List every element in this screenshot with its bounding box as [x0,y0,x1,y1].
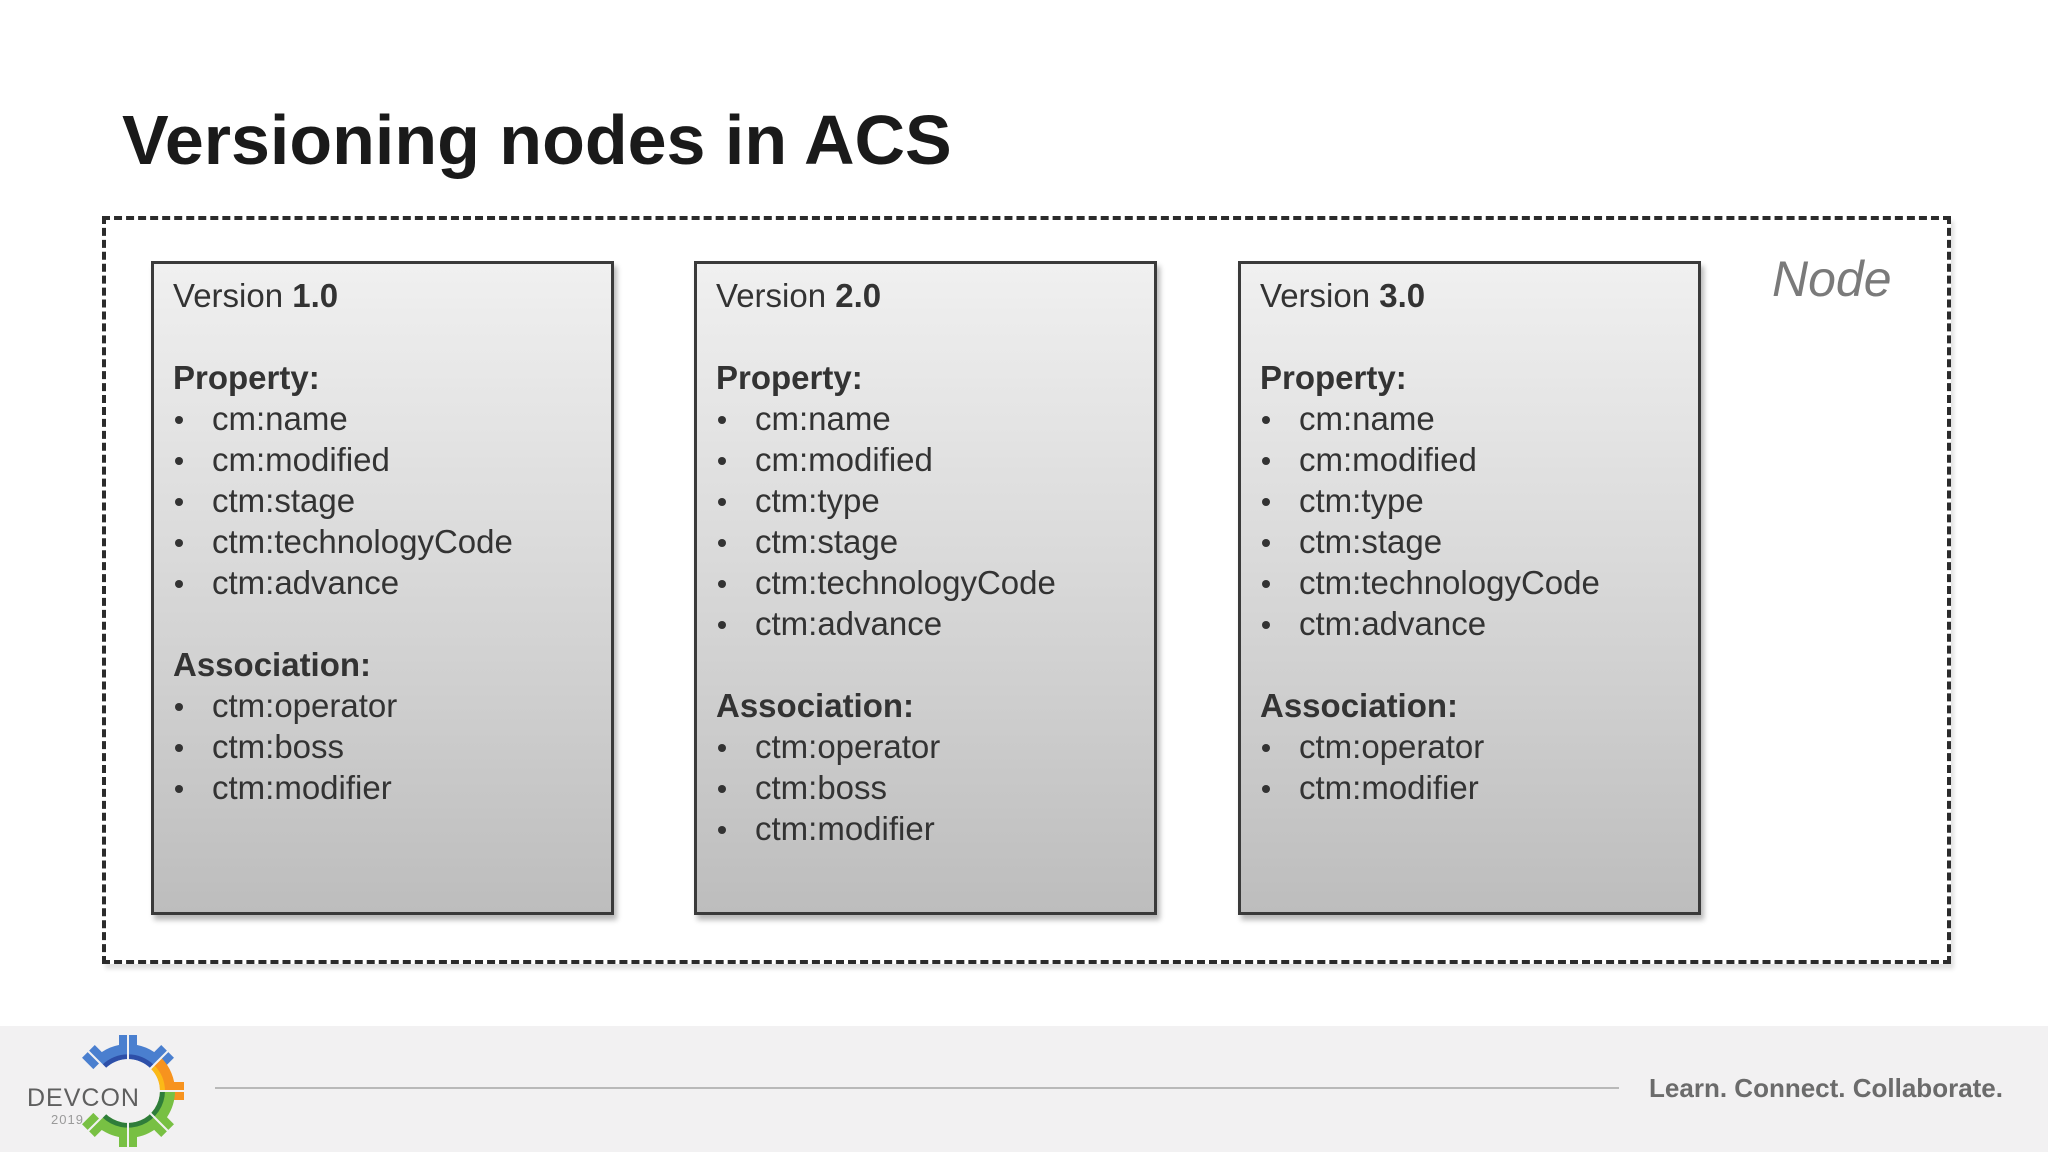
list-item: ctm:technologyCode [1260,562,1698,603]
version-title: Version 2.0 [716,275,1154,316]
version-title: Version 1.0 [173,275,611,316]
list-item: ctm:type [716,480,1154,521]
property-list: cm:name cm:modified ctm:stage ctm:techno… [173,398,611,603]
list-item: ctm:type [1260,480,1698,521]
list-item: cm:name [1260,398,1698,439]
version-title: Version 3.0 [1260,275,1698,316]
version-label: Version [716,277,827,314]
list-item: ctm:modifier [716,808,1154,849]
version-number: 3.0 [1379,277,1426,314]
list-item: ctm:modifier [173,767,611,808]
list-item: ctm:stage [1260,521,1698,562]
property-heading: Property: [173,359,320,396]
list-item: cm:name [173,398,611,439]
version-number: 2.0 [835,277,882,314]
association-heading: Association: [1260,687,1459,724]
version-number: 1.0 [292,277,339,314]
list-item: ctm:technologyCode [716,562,1154,603]
slide-title: Versioning nodes in ACS [122,101,952,179]
list-item: ctm:technologyCode [173,521,611,562]
list-item: ctm:advance [716,603,1154,644]
association-heading: Association: [716,687,915,724]
slide-footer: DEVCON 2019 Learn. Connect. Collaborate. [0,1026,2048,1152]
list-item: ctm:stage [173,480,611,521]
version-box-3: Version 3.0 Property: cm:name cm:modifie… [1238,261,1701,915]
version-box-2: Version 2.0 Property: cm:name cm:modifie… [694,261,1157,915]
association-list: ctm:operator ctm:boss ctm:modifier [716,726,1154,849]
gear-icon [70,1034,184,1149]
property-list: cm:name cm:modified ctm:type ctm:stage c… [1260,398,1698,644]
list-item: cm:name [716,398,1154,439]
association-list: ctm:operator ctm:modifier [1260,726,1698,808]
list-item: cm:modified [173,439,611,480]
property-list: cm:name cm:modified ctm:type ctm:stage c… [716,398,1154,644]
list-item: ctm:boss [173,726,611,767]
list-item: cm:modified [1260,439,1698,480]
node-container [102,216,1951,964]
devcon-logo: DEVCON 2019 [24,1034,184,1152]
list-item: cm:modified [716,439,1154,480]
version-box-1: Version 1.0 Property: cm:name cm:modifie… [151,261,614,915]
association-heading: Association: [173,646,372,683]
list-item: ctm:stage [716,521,1154,562]
version-label: Version [173,277,284,314]
logo-year: 2019 [51,1112,84,1127]
list-item: ctm:advance [1260,603,1698,644]
list-item: ctm:boss [716,767,1154,808]
list-item: ctm:operator [716,726,1154,767]
logo-text: DEVCON [27,1084,140,1112]
tagline: Learn. Connect. Collaborate. [1649,1073,2003,1103]
version-label: Version [1260,277,1371,314]
list-item: ctm:operator [1260,726,1698,767]
node-label: Node [1772,251,1892,307]
footer-divider [215,1087,1619,1089]
property-heading: Property: [1260,359,1407,396]
property-heading: Property: [716,359,863,396]
association-list: ctm:operator ctm:boss ctm:modifier [173,685,611,808]
list-item: ctm:modifier [1260,767,1698,808]
list-item: ctm:advance [173,562,611,603]
list-item: ctm:operator [173,685,611,726]
